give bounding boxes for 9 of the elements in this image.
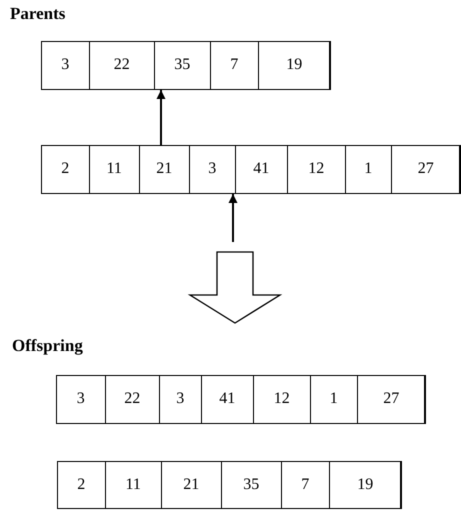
chromosome-array bbox=[41, 41, 330, 90]
chromosome-array bbox=[56, 375, 425, 424]
arrow bbox=[228, 194, 238, 242]
arrow bbox=[156, 90, 166, 145]
chromosome-array bbox=[57, 461, 401, 509]
section-heading: Parents bbox=[10, 4, 66, 24]
block-arrow bbox=[188, 251, 282, 324]
section-heading: Offspring bbox=[12, 336, 83, 356]
chromosome-array bbox=[41, 145, 460, 194]
